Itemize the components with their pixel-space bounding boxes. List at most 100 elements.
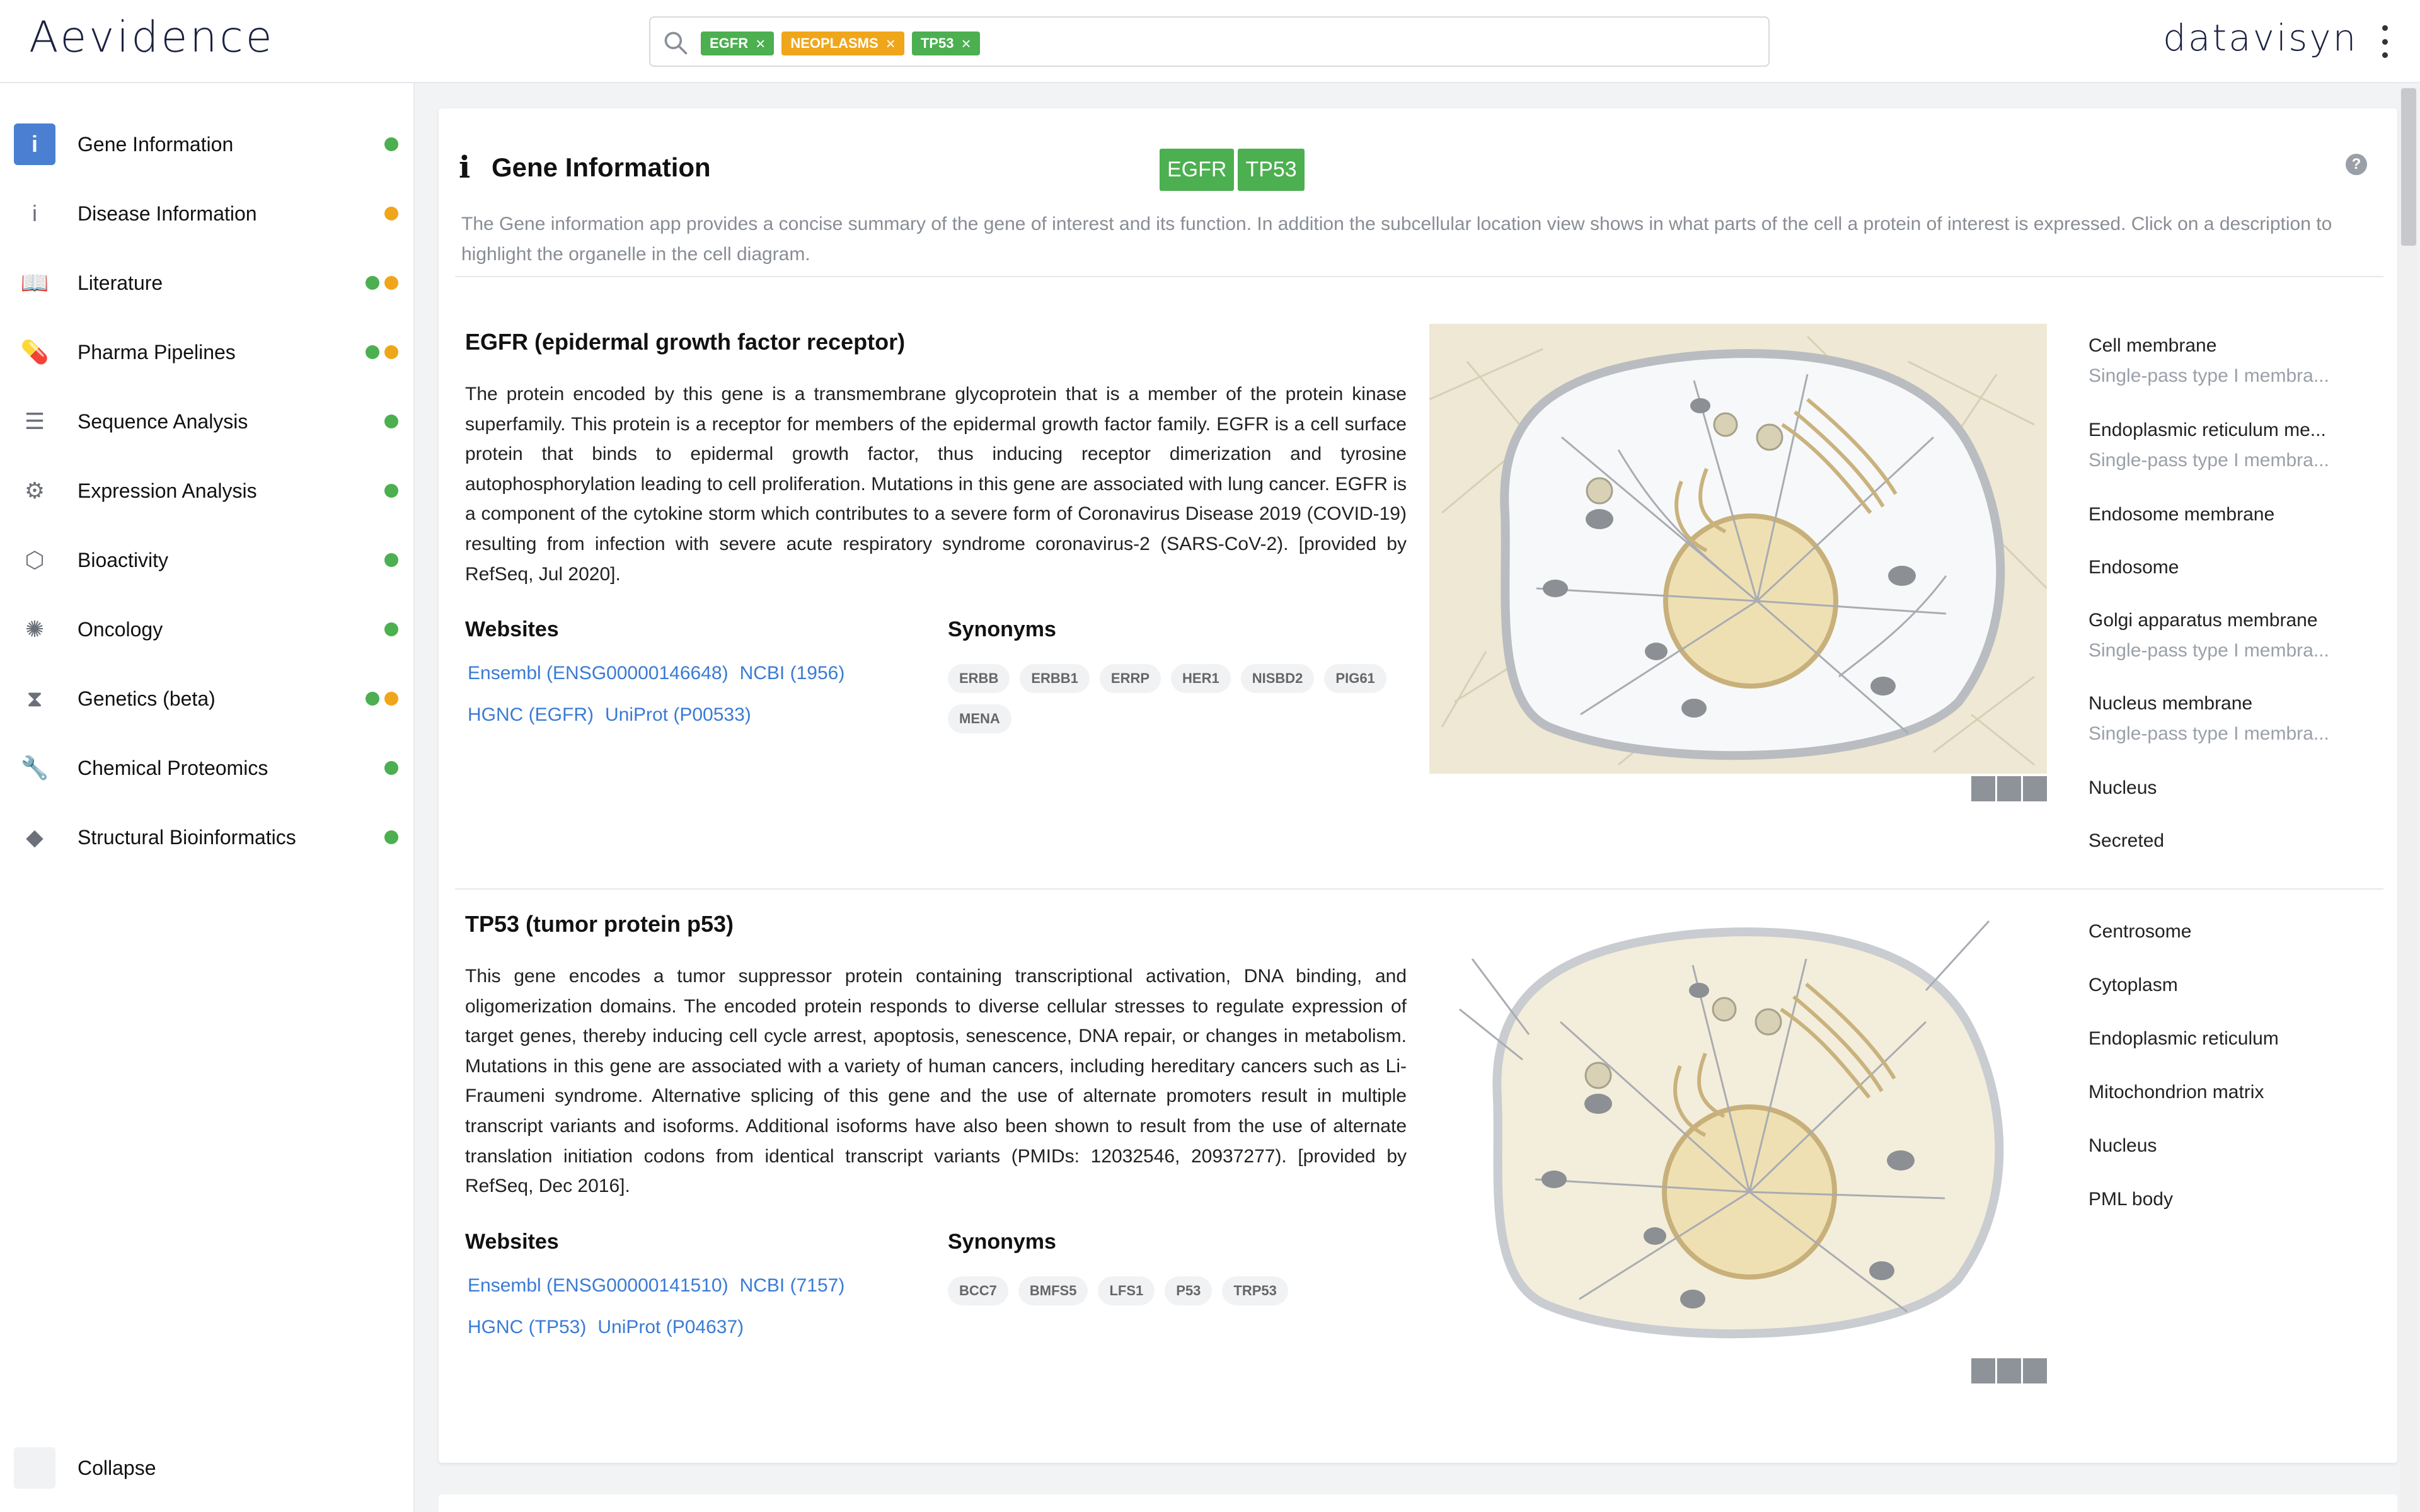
uniprot-link[interactable]: UniProt (P00533) — [604, 704, 751, 725]
sidebar-item-structural-bioinformatics[interactable]: ◆ Structural Bioinformatics — [14, 809, 405, 866]
status-dots — [384, 761, 398, 775]
divider — [455, 276, 2383, 277]
location-item[interactable]: Nucleus — [2089, 777, 2366, 799]
sidebar-item-label: Sequence Analysis — [78, 410, 248, 433]
green-status-dot — [366, 345, 379, 359]
sidebar-item-label: Chemical Proteomics — [78, 756, 268, 779]
sidebar-item-oncology[interactable]: ✺Oncology — [14, 601, 405, 658]
location-name: Nucleus membrane — [2089, 693, 2253, 714]
sidebar-item-label: Structural Bioinformatics — [78, 825, 296, 849]
sidebar-item-label: Genetics (beta) — [78, 687, 216, 710]
search-bar[interactable]: EGFR × NEOPLASMS × TP53 × — [649, 16, 1770, 67]
scrollbar-thumb[interactable] — [2401, 88, 2416, 246]
location-item[interactable]: Endoplasmic reticulum me... Single-pass … — [2089, 420, 2366, 471]
location-item[interactable]: Endosome — [2089, 557, 2366, 578]
location-item[interactable]: Nucleus — [2089, 1135, 2366, 1157]
synonym-tag: BMFS5 — [1018, 1276, 1088, 1305]
chip-remove-icon[interactable]: × — [885, 33, 896, 53]
websites-heading: Websites — [465, 617, 559, 641]
green-status-dot — [384, 761, 398, 775]
search-chip-egfr[interactable]: EGFR × — [701, 32, 775, 55]
location-item[interactable]: Nucleus membrane Single-pass type I memb… — [2089, 693, 2366, 745]
scrollbar[interactable] — [2400, 87, 2417, 1512]
gene-title: TP53 (tumor protein p53) — [465, 911, 734, 937]
synonym-tag: LFS1 — [1098, 1276, 1155, 1305]
synonyms-heading: Synonyms — [948, 617, 1056, 641]
chip-label: NEOPLASMS — [790, 35, 879, 51]
location-item[interactable]: Cell membrane Single-pass type I membra.… — [2089, 335, 2366, 387]
help-icon[interactable]: ? — [2346, 154, 2367, 175]
sidebar-item-pharma-pipelines[interactable]: 💊Pharma Pipelines — [14, 324, 405, 381]
cell-diagram-tp53[interactable] — [1447, 908, 2027, 1343]
gene-badge-egfr[interactable]: EGFR — [1160, 149, 1235, 191]
sidebar-item-label: Literature — [78, 271, 163, 294]
collapse-button[interactable]: Collapse — [14, 1443, 405, 1493]
location-name: Nucleus — [2089, 1135, 2157, 1156]
sidebar-item-bioactivity[interactable]: ⬡Bioactivity — [14, 532, 405, 588]
gem-icon: ◆ — [26, 824, 43, 850]
search-chip-tp53[interactable]: TP53 × — [911, 32, 980, 55]
search-chip-neoplasms[interactable]: NEOPLASMS × — [781, 32, 904, 55]
location-item[interactable]: Secreted — [2089, 830, 2366, 852]
sidebar-item-chemical-proteomics[interactable]: 🔧 Chemical Proteomics — [14, 740, 405, 796]
ensembl-link[interactable]: Ensembl (ENSG00000146648) — [468, 663, 729, 684]
status-dots — [384, 137, 398, 151]
green-status-dot — [384, 484, 398, 498]
book-icon: 📖 — [20, 270, 49, 295]
more-menu-icon[interactable] — [2377, 25, 2392, 58]
location-name: Cytoplasm — [2089, 975, 2178, 995]
status-dots — [384, 553, 398, 567]
location-item[interactable]: Centrosome — [2089, 921, 2366, 942]
sidebar-item-label: Gene Information — [78, 132, 234, 156]
synonym-tag: BCC7 — [948, 1276, 1008, 1305]
website-links-row: HGNC (TP53) UniProt (P04637) — [468, 1317, 744, 1338]
synonym-tag: NISBD2 — [1240, 664, 1315, 693]
location-item[interactable]: Golgi apparatus membrane Single-pass typ… — [2089, 610, 2366, 662]
brand-logo[interactable]: datavisyn — [2163, 16, 2358, 59]
location-name: Golgi apparatus membrane — [2089, 610, 2318, 631]
synonym-list: BCC7 BMFS5 LFS1 P53 TRP53 — [948, 1276, 1414, 1305]
sidebar-item-sequence-analysis[interactable]: ☰ Sequence Analysis — [14, 393, 405, 450]
info-icon: i — [14, 123, 55, 165]
synonym-tag: P53 — [1165, 1276, 1213, 1305]
location-name: PML body — [2089, 1189, 2173, 1210]
status-dots — [366, 276, 398, 290]
chip-remove-icon[interactable]: × — [756, 33, 766, 53]
ncbi-link[interactable]: NCBI (7157) — [739, 1275, 845, 1296]
synonym-tag: PIG61 — [1324, 664, 1386, 693]
synonym-tag: HER1 — [1171, 664, 1231, 693]
hgnc-link[interactable]: HGNC (EGFR) — [468, 704, 594, 725]
hexagon-icon: ⬡ — [25, 547, 45, 573]
sidebar-item-gene-information[interactable]: i Gene Information — [14, 116, 405, 173]
ensembl-link[interactable]: Ensembl (ENSG00000141510) — [468, 1275, 729, 1296]
gene-information-panel: i Gene Information EGFR TP53 ? The Gene … — [439, 108, 2397, 1463]
uniprot-link[interactable]: UniProt (P04637) — [597, 1317, 744, 1337]
gene-title: EGFR (epidermal growth factor receptor) — [465, 329, 906, 355]
location-item[interactable]: PML body — [2089, 1189, 2366, 1210]
location-name: Centrosome — [2089, 921, 2192, 942]
sidebar-item-genetics-beta[interactable]: ⧗Genetics (beta) — [14, 670, 405, 727]
chip-remove-icon[interactable]: × — [961, 33, 971, 53]
top-bar: Aevidence EGFR × NEOPLASMS × TP53 × data… — [0, 0, 2420, 83]
ncbi-link[interactable]: NCBI (1956) — [739, 663, 845, 684]
cell-diagram-egfr[interactable] — [1429, 324, 2047, 774]
location-item[interactable]: Cytoplasm — [2089, 975, 2366, 996]
synonym-tag: ERBB1 — [1020, 664, 1090, 693]
sidebar-item-expression-analysis[interactable]: ⚙Expression Analysis — [14, 462, 405, 519]
next-panel — [439, 1494, 2397, 1512]
location-item[interactable]: Mitochondrion matrix — [2089, 1082, 2366, 1103]
align-center-icon: ☰ — [24, 408, 45, 434]
wrench-icon: 🔧 — [20, 755, 49, 781]
panel-description: The Gene information app provides a conc… — [461, 214, 2332, 265]
location-item[interactable]: Endoplasmic reticulum — [2089, 1028, 2366, 1050]
hgnc-link[interactable]: HGNC (TP53) — [468, 1317, 587, 1337]
sidebar-item-literature[interactable]: 📖 Literature — [14, 255, 405, 311]
collapse-icon — [14, 1447, 55, 1489]
orange-status-dot — [384, 345, 398, 359]
virus-icon: ✺ — [25, 616, 45, 642]
app-logo[interactable]: Aevidence — [29, 13, 275, 62]
location-item[interactable]: Endosome membrane — [2089, 504, 2366, 525]
gene-badge-tp53[interactable]: TP53 — [1238, 149, 1305, 191]
